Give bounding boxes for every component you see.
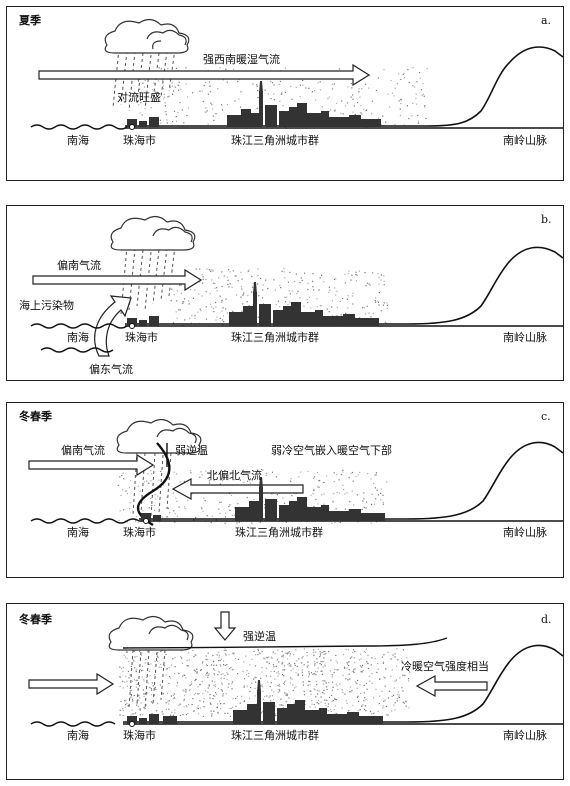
sea-label: 南海 [67,134,89,147]
panel-c: 冬春季 c. 偏南气流 弱逆温 弱冷空气嵌入暖空气下部 北偏北气流 南海 珠海市… [6,402,564,578]
mountain-label: 南岭山脉 [503,526,547,539]
city-label: 珠海市 [123,134,156,147]
haze-dots [119,648,411,718]
panel-a-drawing [30,18,564,130]
cloud-icon [108,615,194,651]
cluster-label: 珠江三角洲城市群 [231,134,319,147]
city-skyline [127,680,383,724]
city-label: 珠海市 [125,331,158,344]
city-skyline [127,282,379,326]
strong-inversion-label: 强逆温 [243,630,276,643]
city-label: 珠海市 [123,729,156,742]
zhuhai-marker [129,323,135,329]
zhuhai-marker [129,124,135,130]
cluster-label: 珠江三角洲城市群 [235,526,323,539]
pollutant-label: 海上污染物 [19,299,74,312]
sea-label: 南海 [67,729,89,742]
sea-waves-lower [40,347,114,353]
down-arrow [213,611,237,641]
panel-c-drawing [28,418,564,527]
ground-line [125,46,564,127]
south-wind-arrow [28,672,115,696]
season-label: 夏季 [19,14,41,27]
convection-label: 对流旺盛 [117,91,161,104]
city-skyline [127,81,381,127]
sea-waves [30,323,128,329]
north-wind-arrow [415,674,488,698]
south-wind-arrow [32,268,203,292]
zhuhai-marker [129,721,135,727]
city-skyline [141,477,385,521]
east-wind-label: 偏东气流 [89,363,133,376]
weak-inversion-label: 弱逆温 [175,444,208,457]
panel-b-drawing [30,215,564,357]
south-wind-arrow [28,453,155,477]
cluster-label: 珠江三角洲城市群 [231,331,319,344]
panel-tag: b. [541,213,552,226]
ground-line [123,644,564,723]
sea-waves [30,721,116,727]
city-label: 珠海市 [123,526,156,539]
southwest-wind-arrow [38,63,371,87]
zhuhai-marker [143,518,149,524]
panel-tag: d. [541,613,552,626]
panel-d-drawing [28,611,564,727]
panel-b: b. 偏南气流 海上污染物 南海 珠海市 珠江三角洲城市群 南岭山脉 偏东气流 [6,205,564,381]
season-label: 冬春季 [19,613,52,626]
rain-streaks [132,450,172,518]
ground-line [139,441,564,520]
ground-line [125,246,564,325]
wind-label: 强西南暖湿气流 [203,53,280,66]
sea-label: 南海 [67,526,89,539]
panel-a: 夏季 a. 强西南暖湿气流 对流旺盛 南海 珠海市 珠江三角洲城市群 南岭山脉 [6,6,564,181]
cloud-icon [104,18,190,54]
mountain-label: 南岭山脉 [503,331,547,344]
panel-d: 冬春季 d. 强逆温 冷暖空气强度相当 南海 珠海市 珠江三角洲城市群 南岭山脉 [6,603,564,780]
balance-label: 冷暖空气强度相当 [401,660,489,673]
cold-air-label: 弱冷空气嵌入暖空气下部 [271,444,392,457]
inversion-cap-line [122,637,448,649]
cluster-label: 珠江三角洲城市群 [231,729,319,742]
rain-streaks [128,649,166,711]
panel-tag: c. [541,410,551,423]
sea-waves [30,518,140,524]
east-wind-curved-arrow [94,295,132,357]
wind-label: 偏南气流 [57,259,101,272]
season-label: 冬春季 [19,410,52,423]
wind-label: 偏南气流 [61,444,105,457]
sea-waves [30,124,128,130]
north-wind-arrow [171,477,304,501]
mountain-label: 南岭山脉 [503,134,547,147]
cloud-icon [110,215,196,251]
panel-tag: a. [541,14,552,27]
north-wind-label: 北偏北气流 [207,469,262,482]
sea-label: 南海 [67,331,89,344]
mountain-label: 南岭山脉 [503,729,547,742]
cloud-icon [116,418,202,454]
